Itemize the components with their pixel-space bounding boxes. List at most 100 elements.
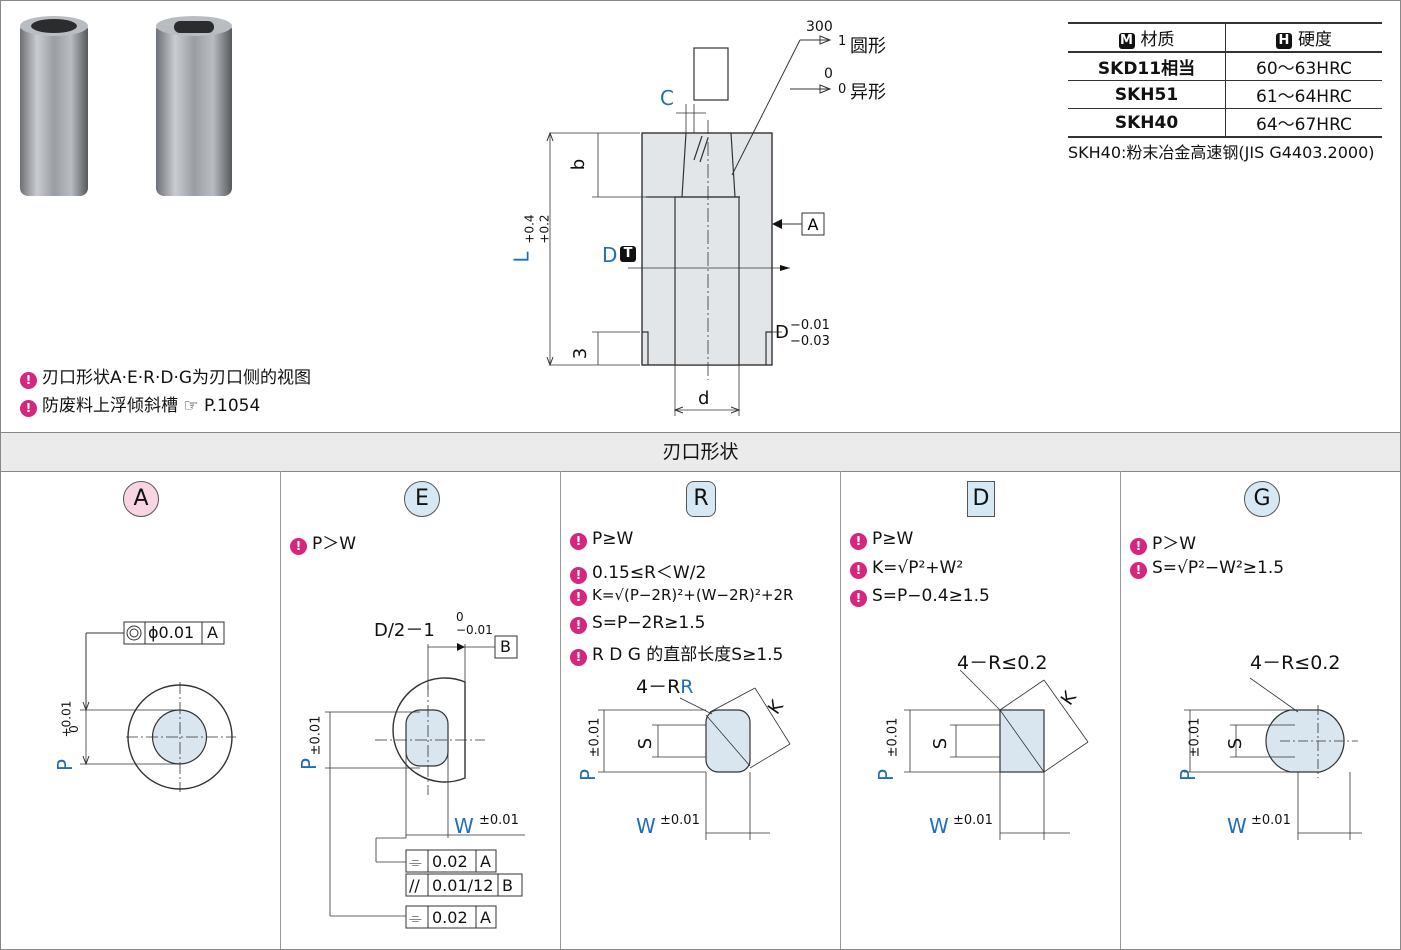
- shape-d-corner: 4－R≤0.2: [957, 652, 1048, 674]
- shape-e-p-tol: ±0.01: [308, 715, 324, 756]
- frame-e2-value: 0.01/12: [432, 876, 494, 895]
- info-icon: !: [20, 400, 37, 417]
- shape-g-condition: !S=√P²−W²≥1.5: [1130, 558, 1284, 579]
- shape-r-condition: !K=√(P−2R)²+(W−2R)²+2R: [570, 586, 793, 606]
- shape-badge-g: G: [1244, 481, 1280, 517]
- tol-frame-a-value: ϕ0.01: [148, 623, 195, 642]
- shape-e-condition: !P＞W: [290, 529, 356, 555]
- shape-badge-d: D: [967, 481, 995, 517]
- dim-c-label: C: [660, 86, 674, 110]
- frame-e2-datum: B: [502, 876, 513, 895]
- dim-l-label: L: [509, 251, 534, 263]
- shape-r-w-tol: ±0.01: [660, 813, 700, 828]
- roughness-round-top: 300: [806, 19, 833, 35]
- col-divider: [840, 471, 841, 949]
- shape-g-drawing: [1184, 677, 1362, 840]
- datum-b-label: B: [500, 637, 511, 656]
- info-icon: !: [290, 538, 307, 555]
- frame-e3-symbol: ⌯: [409, 908, 422, 927]
- shape-d-condition: !S=P−0.4≥1.5: [850, 586, 990, 607]
- dim-d-tol-upper: −0.01: [790, 318, 830, 333]
- info-icon: !: [850, 590, 867, 607]
- shape-g-dim-s: S: [1225, 737, 1247, 750]
- shape-g-condition: !P＞W: [1130, 529, 1196, 555]
- dim-b-label: b: [568, 158, 590, 171]
- shape-r-p-tol: ±0.01: [587, 717, 603, 758]
- shape-d-dim-p: P: [874, 768, 899, 782]
- shape-d-drawing: [904, 670, 1089, 840]
- shape-r-condition: !0.15≤R＜W/2: [570, 558, 706, 584]
- note-2[interactable]: !防废料上浮倾斜槽 ☞ P.1054: [20, 391, 260, 417]
- shape-r-condition: !P≥W: [570, 529, 633, 550]
- shape-d-p-tol: ±0.01: [885, 717, 901, 758]
- frame-e1-symbol: ⌯: [409, 852, 422, 871]
- section-title: 刃口形状: [1, 432, 1400, 472]
- info-icon: !: [570, 649, 587, 666]
- shape-d-condition: !K=√P²+W²: [850, 558, 963, 579]
- info-icon: !: [850, 562, 867, 579]
- roughness-odd-top: 0: [824, 66, 833, 82]
- dim-d-small-label: d: [698, 388, 710, 409]
- dim-d-badge: T: [620, 246, 636, 262]
- info-icon: !: [1130, 562, 1147, 579]
- roughness-round-bottom: 1: [838, 34, 847, 49]
- shape-r-dim-s: S: [635, 737, 657, 750]
- shape-badge-r: R: [686, 481, 716, 517]
- dim-l-tol-upper: +0.4: [522, 214, 537, 244]
- shape-a-drawing: [80, 621, 236, 792]
- shape-g-dim-p: P: [1176, 768, 1201, 782]
- info-icon: !: [850, 533, 867, 550]
- frame-e1-datum: A: [480, 852, 491, 871]
- dim-d-cap-label: D: [602, 243, 618, 267]
- shape-e-top-tol-lower: −0.01: [456, 623, 493, 637]
- note-1: !刃口形状A·E·R·D·G为刃口侧的视图: [20, 363, 311, 389]
- col-divider: [560, 471, 561, 949]
- info-icon: !: [570, 533, 587, 550]
- roughness-odd-label: 异形: [850, 82, 886, 103]
- main-drawing: A: [546, 35, 832, 416]
- shape-a-dim-p: P: [53, 758, 78, 772]
- datum-a-label: A: [808, 215, 819, 234]
- dim-3-label: 3: [570, 347, 592, 360]
- shape-g-corner: 4－R≤0.2: [1250, 652, 1341, 674]
- frame-e1-value: 0.02: [432, 852, 468, 871]
- dim-d-tol-lower: −0.03: [790, 334, 830, 349]
- round-punch-photo: [20, 16, 88, 196]
- shaped-punch-photo: [156, 16, 232, 196]
- hardness-badge: H: [1276, 33, 1292, 49]
- shape-r-condition: !S=P−2R≥1.5: [570, 613, 705, 634]
- shape-badge-a: A: [123, 481, 159, 517]
- info-icon: !: [20, 372, 37, 389]
- product-photos: [20, 16, 232, 196]
- shape-d-dim-w: W: [929, 814, 949, 838]
- shape-g-dim-w: W: [1227, 814, 1247, 838]
- shape-e-dim-p: P: [297, 757, 322, 771]
- shape-d-dim-s: S: [930, 737, 952, 750]
- shape-r-condition: !R D G 的直部长度S≥1.5: [570, 640, 783, 666]
- roughness-odd-bottom: 0: [838, 82, 847, 97]
- shape-r-drawing: [598, 687, 791, 840]
- frame-e2-symbol: //: [409, 876, 420, 895]
- shape-e-dim-top: D/2－1: [374, 620, 435, 641]
- shape-g-p-tol: ±0.01: [1187, 717, 1203, 758]
- shape-a-p-tol-lower: 0: [66, 725, 81, 733]
- shape-e-w-tol: ±0.01: [479, 813, 519, 828]
- roughness-round-label: 圆形: [850, 36, 886, 57]
- info-icon: !: [1130, 538, 1147, 555]
- shape-badge-e: E: [404, 481, 440, 517]
- shape-e-drawing: [325, 635, 525, 929]
- shape-d-w-tol: ±0.01: [953, 813, 993, 828]
- shape-r-dim-w: W: [636, 814, 656, 838]
- frame-e3-datum: A: [480, 908, 491, 927]
- shape-e-dim-w: W: [454, 814, 474, 838]
- material-badge: M: [1118, 33, 1135, 49]
- shape-r-corner: 4－RR: [636, 676, 694, 698]
- shape-r-dim-p: P: [576, 768, 601, 782]
- frame-e3-value: 0.02: [432, 908, 468, 927]
- dim-d-tol-cap: D: [775, 322, 789, 343]
